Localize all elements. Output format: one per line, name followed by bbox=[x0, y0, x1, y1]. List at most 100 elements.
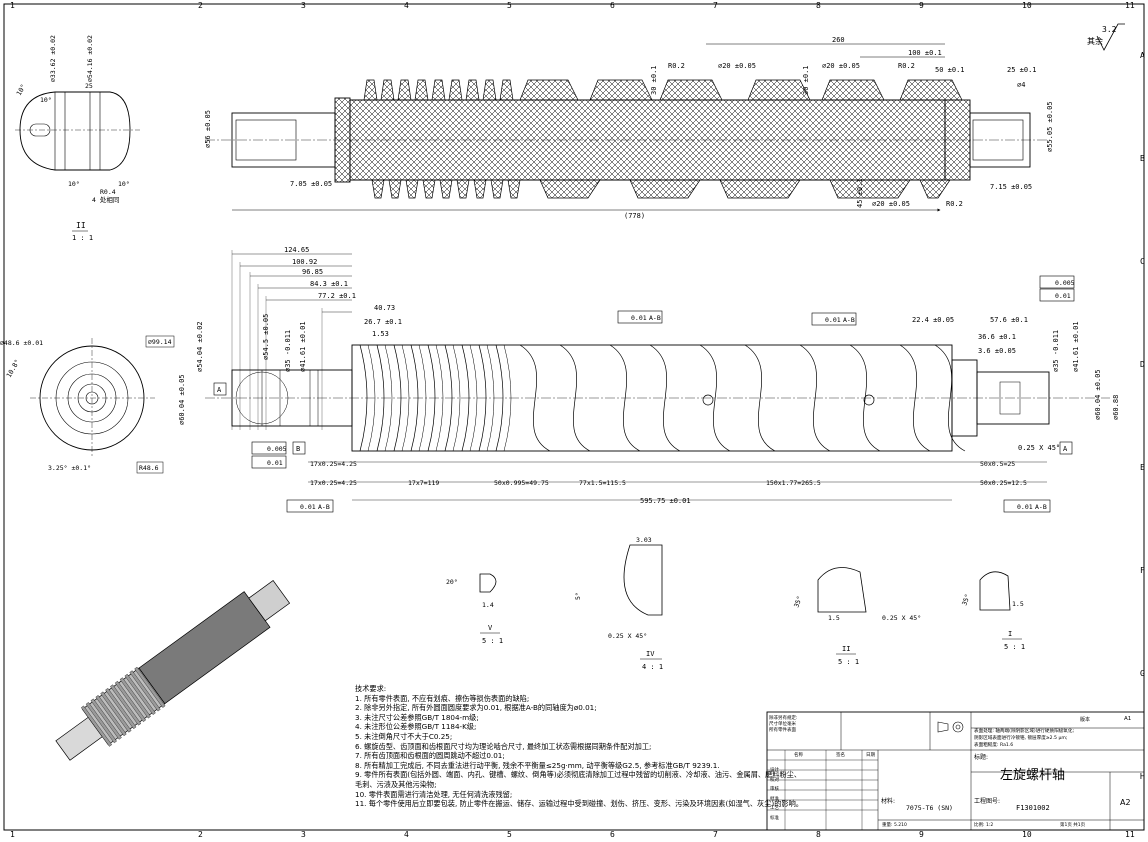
svg-text:17x0.25=4.25: 17x0.25=4.25 bbox=[310, 460, 357, 468]
svg-text:A-B: A-B bbox=[649, 314, 661, 322]
note-item: 3. 未注尺寸公差参照GB/T 1804-m级; bbox=[355, 712, 479, 722]
tb-role-list: 设计 校对 审核 批准 工艺 标准 bbox=[770, 768, 779, 821]
col-label: 2 bbox=[198, 1, 203, 10]
svg-text:50x0.5=25: 50x0.5=25 bbox=[980, 460, 1015, 468]
svg-text:⌀20 ±0.05: ⌀20 ±0.05 bbox=[718, 62, 756, 70]
svg-text:1.53: 1.53 bbox=[372, 330, 389, 338]
col-label: 1 bbox=[10, 1, 15, 10]
svg-text:10.8°: 10.8° bbox=[5, 358, 22, 379]
svg-text:57.6 ±0.1: 57.6 ±0.1 bbox=[990, 316, 1028, 324]
svg-text:⌀4: ⌀4 bbox=[1017, 81, 1025, 89]
sheet-border bbox=[3, 3, 1145, 831]
row-label: H bbox=[1140, 772, 1145, 781]
screw-flights bbox=[359, 344, 966, 452]
svg-text:100.92: 100.92 bbox=[292, 258, 317, 266]
svg-text:1 : 1: 1 : 1 bbox=[72, 234, 93, 242]
svg-text:1.5: 1.5 bbox=[1012, 600, 1024, 608]
svg-text:A: A bbox=[1063, 445, 1068, 453]
tb-surface-treatment: 表面处理: 轴两端(除阴影区域)进行硬质阳极氧化; 阴影区域表面进行冷镀铬, 镀… bbox=[974, 729, 1075, 748]
col-label: 4 bbox=[404, 1, 409, 10]
tb-col-name: 名称 bbox=[794, 753, 803, 758]
svg-text:84.3 ±0.1: 84.3 ±0.1 bbox=[310, 280, 348, 288]
svg-text:R0.2: R0.2 bbox=[946, 200, 963, 208]
svg-text:A-B: A-B bbox=[843, 316, 855, 324]
col-label: 8 bbox=[816, 830, 821, 839]
svg-text:50 ±0.1: 50 ±0.1 bbox=[935, 66, 965, 74]
svg-text:⌀33.62 ±0.02: ⌀33.62 ±0.02 bbox=[49, 35, 57, 82]
col-label: 8 bbox=[816, 1, 821, 10]
tb-scale: 比例: 1:2 bbox=[974, 823, 994, 828]
detail-view-i: 35° 1.5 I 5 : 1 bbox=[960, 571, 1025, 651]
svg-text:30 ±0.1: 30 ±0.1 bbox=[650, 65, 658, 95]
svg-text:77.2 ±0.1: 77.2 ±0.1 bbox=[318, 292, 356, 300]
col-label: 2 bbox=[198, 830, 203, 839]
col-label: 3 bbox=[301, 830, 306, 839]
svg-text:⌀60.88: ⌀60.88 bbox=[1112, 395, 1120, 420]
detail-view-v: 20° 1.4 V 5 : 1 bbox=[446, 573, 503, 645]
col-label: 1 bbox=[10, 830, 15, 839]
svg-text:0.005: 0.005 bbox=[267, 445, 287, 453]
svg-text:17x0.25=4.25: 17x0.25=4.25 bbox=[310, 479, 357, 487]
svg-text:25: 25 bbox=[85, 82, 93, 90]
svg-text:0.01: 0.01 bbox=[1017, 503, 1033, 511]
end-view: ⌀48.6 ±0.01 ⌀99.14 10.8° 3.25° ±0.1° R48… bbox=[0, 335, 175, 474]
svg-text:⌀20 ±0.05: ⌀20 ±0.05 bbox=[822, 62, 860, 70]
note-item: 2. 除非另外指定, 所有外圆面圆度要求为0.01, 根据准A-B的同轴度为ø0… bbox=[355, 703, 597, 713]
svg-text:3.2: 3.2 bbox=[1102, 25, 1117, 34]
note-item: 6. 螺旋齿型、齿顶面和齿根面尺寸均为理论啮合尺寸, 最终加工状态需根据同期条件… bbox=[355, 741, 652, 751]
notes-title: 技术要求: bbox=[355, 684, 387, 693]
tb-weight: 重量: 5.210 bbox=[882, 823, 907, 828]
svg-text:B: B bbox=[296, 445, 300, 453]
row-label: F bbox=[1140, 566, 1145, 575]
svg-text:260: 260 bbox=[832, 36, 845, 44]
svg-text:5 : 1: 5 : 1 bbox=[1004, 643, 1025, 651]
svg-text:⌀41.61 ±0.01: ⌀41.61 ±0.01 bbox=[1072, 321, 1080, 372]
col-label: 9 bbox=[919, 1, 924, 10]
svg-text:⌀54.5 ±0.05: ⌀54.5 ±0.05 bbox=[262, 314, 270, 360]
svg-text:R48.6: R48.6 bbox=[139, 464, 159, 472]
tb-title-label: 标题: bbox=[974, 754, 989, 761]
svg-text:⌀35 -0.011: ⌀35 -0.011 bbox=[284, 330, 292, 372]
svg-text:17x7=119: 17x7=119 bbox=[408, 479, 439, 487]
svg-text:⌀41.61 ±0.01: ⌀41.61 ±0.01 bbox=[299, 321, 307, 372]
svg-text:0.01: 0.01 bbox=[825, 316, 841, 324]
thread-teeth-top bbox=[363, 79, 963, 101]
svg-text:35°: 35° bbox=[792, 595, 804, 609]
svg-text:3.03: 3.03 bbox=[636, 536, 652, 544]
svg-text:R0.2: R0.2 bbox=[668, 62, 685, 70]
isometric-view bbox=[55, 580, 291, 761]
svg-text:0.01: 0.01 bbox=[267, 459, 283, 467]
svg-text:⌀20 ±0.05: ⌀20 ±0.05 bbox=[872, 200, 910, 208]
svg-text:30 ±0.1: 30 ±0.1 bbox=[802, 65, 810, 95]
row-label: C bbox=[1140, 257, 1145, 266]
col-label: 11 bbox=[1125, 1, 1135, 10]
tb-col-sign: 签名 bbox=[836, 753, 845, 758]
svg-text:5 : 1: 5 : 1 bbox=[482, 637, 503, 645]
col-label: 6 bbox=[610, 1, 615, 10]
svg-text:5 : 1: 5 : 1 bbox=[838, 658, 859, 666]
svg-text:⌀54.16 ±0.02: ⌀54.16 ±0.02 bbox=[86, 35, 94, 82]
svg-text:I: I bbox=[1008, 630, 1012, 638]
col-label: 3 bbox=[301, 1, 306, 10]
title-block bbox=[766, 711, 1145, 831]
svg-text:50x0.995=49.75: 50x0.995=49.75 bbox=[494, 479, 549, 487]
note-item: 7. 所有齿顶面和齿根面的圆周跳动不超过0.01; bbox=[355, 751, 505, 761]
note-item: 1. 所有零件表面, 不应有划痕、擦伤等损伤表面的缺陷; bbox=[355, 693, 530, 703]
svg-text:100 ±0.1: 100 ±0.1 bbox=[908, 49, 942, 57]
tb-col-date: 日期 bbox=[866, 753, 875, 758]
col-label: 4 bbox=[404, 830, 409, 839]
svg-text:0.25 X 45°: 0.25 X 45° bbox=[608, 632, 647, 640]
col-label: 10 bbox=[1022, 830, 1032, 839]
svg-text:1.4: 1.4 bbox=[482, 601, 494, 609]
svg-text:⌀60.04 ±0.05: ⌀60.04 ±0.05 bbox=[1094, 369, 1102, 420]
svg-text:124.65: 124.65 bbox=[284, 246, 309, 254]
svg-text:10°: 10° bbox=[118, 180, 130, 188]
col-label: 9 bbox=[919, 830, 924, 839]
tb-material-label: 材料: bbox=[881, 798, 896, 805]
svg-text:10°: 10° bbox=[15, 83, 28, 97]
column-labels: 112233445566778899101011111212 bbox=[10, 1, 1135, 839]
row-label: D bbox=[1140, 360, 1145, 369]
svg-text:⌀55.05 ±0.05: ⌀55.05 ±0.05 bbox=[1046, 101, 1054, 152]
